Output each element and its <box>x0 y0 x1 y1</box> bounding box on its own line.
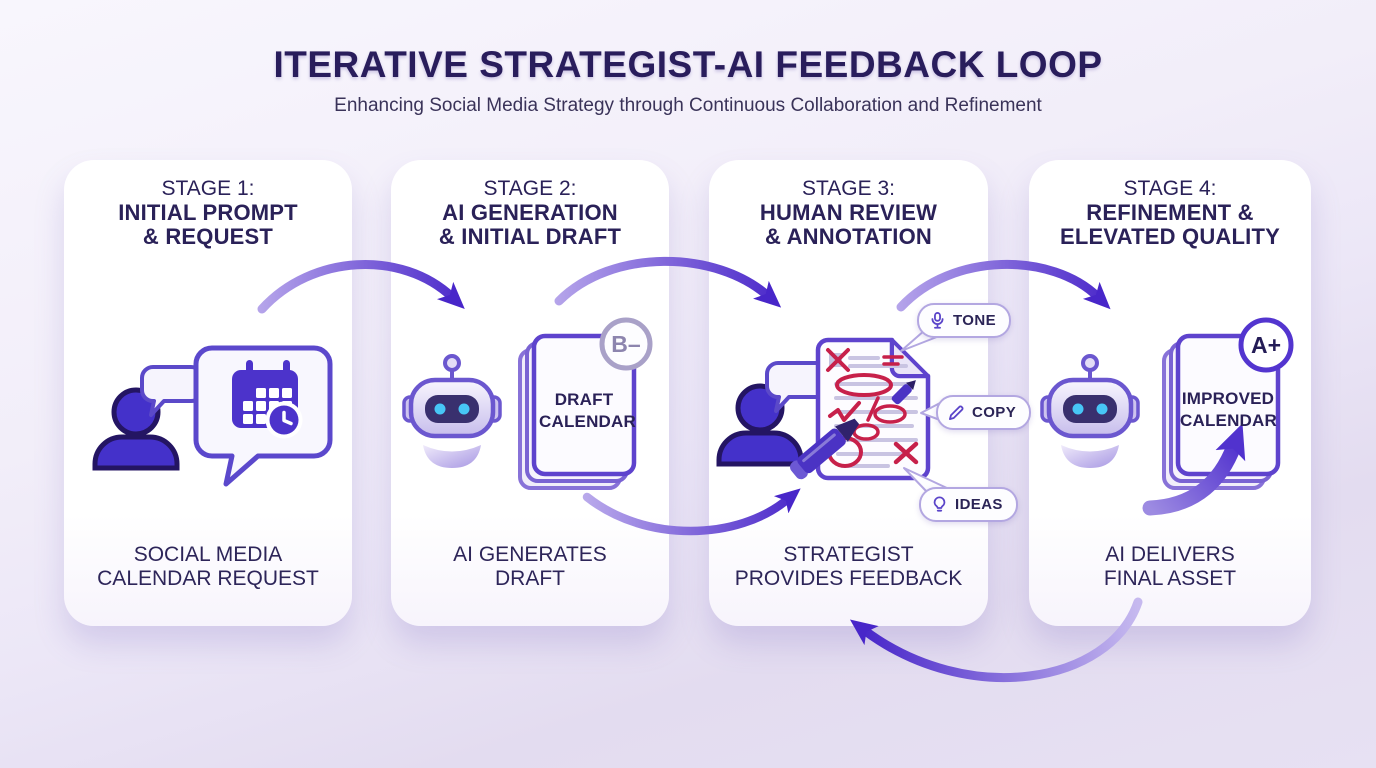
microphone-icon <box>931 312 944 329</box>
stage-2-title-line2: & INITIAL DRAFT <box>438 224 622 250</box>
draft-calendar-label: DRAFT CALENDAR <box>539 389 636 433</box>
stage-4-label: STAGE 4: <box>1123 177 1217 200</box>
stage-3-title-line2: & ANNOTATION <box>765 224 932 250</box>
stage-3-label: STAGE 3: <box>802 177 895 200</box>
improved-calendar-label-line1: IMPROVED <box>1181 389 1275 408</box>
ideas-callout-label: IDEAS <box>955 496 1003 513</box>
ideas-callout: IDEAS <box>919 487 1018 522</box>
stage-3-title-line1: HUMAN REVIEW <box>759 199 938 225</box>
stage-4-title-line1: REFINEMENT & <box>1086 199 1254 225</box>
stage-3-card: STAGE 3: HUMAN REVIEW & ANNOTATION STRAT… <box>709 160 988 626</box>
page-title: ITERATIVE STRATEGIST-AI FEEDBACK LOOP <box>273 44 1103 85</box>
stage-1-title-line2: & REQUEST <box>142 224 274 250</box>
stage-4-caption-line1: AI DELIVERS <box>1105 543 1235 566</box>
stage-3-caption-line2: PROVIDES FEEDBACK <box>734 567 963 591</box>
stage-3-caption-line1: STRATEGIST <box>783 543 914 566</box>
stage-1-label: STAGE 1: <box>161 177 255 200</box>
stage-1-caption: SOCIAL MEDIA CALENDAR REQUEST <box>64 543 352 592</box>
stage-1-caption-line1: SOCIAL MEDIA <box>133 543 283 566</box>
grade-badge-b-minus: B– <box>611 331 641 357</box>
pencil-icon <box>949 405 964 420</box>
stage-3-heading: STAGE 3: HUMAN REVIEW & ANNOTATION <box>709 177 988 250</box>
improved-calendar-label-line2: CALENDAR <box>1180 410 1277 430</box>
stage-2-label: STAGE 2: <box>483 177 577 200</box>
stage-2-caption-line1: AI GENERATES <box>453 543 607 566</box>
stage-1-heading: STAGE 1: INITIAL PROMPT & REQUEST <box>64 177 352 250</box>
copy-callout: COPY <box>936 395 1032 430</box>
copy-callout-label: COPY <box>972 404 1017 421</box>
stage-4-caption: AI DELIVERS FINAL ASSET <box>1029 543 1311 592</box>
stage-3-caption: STRATEGIST PROVIDES FEEDBACK <box>709 543 988 592</box>
grade-badge-a-plus: A+ <box>1250 332 1282 358</box>
improved-calendar-label: IMPROVED CALENDAR <box>1180 388 1277 432</box>
draft-calendar-label-line2: CALENDAR <box>539 411 636 431</box>
draft-calendar-label-line1: DRAFT <box>554 390 614 409</box>
stage-2-heading: STAGE 2: AI GENERATION & INITIAL DRAFT <box>391 177 669 250</box>
tone-callout-label: TONE <box>953 312 996 329</box>
stage-1-caption-line2: CALENDAR REQUEST <box>97 567 319 591</box>
stage-1-card: STAGE 1: INITIAL PROMPT & REQUEST SOCIAL… <box>64 160 352 626</box>
tone-callout: TONE <box>917 303 1011 338</box>
stage-4-caption-line2: FINAL ASSET <box>1103 567 1237 591</box>
stage-4-title-line2: ELEVATED QUALITY <box>1060 224 1280 250</box>
stage-2-title-line1: AI GENERATION <box>442 199 618 225</box>
stage-1-title-line1: INITIAL PROMPT <box>118 199 298 225</box>
lightbulb-icon <box>933 496 946 512</box>
header: ITERATIVE STRATEGIST-AI FEEDBACK LOOP En… <box>0 0 1376 117</box>
page-subtitle: Enhancing Social Media Strategy through … <box>334 95 1042 116</box>
stage-4-heading: STAGE 4: REFINEMENT & ELEVATED QUALITY <box>1029 177 1311 250</box>
stage-2-caption: AI GENERATES DRAFT <box>391 543 669 592</box>
stage-2-caption-line2: DRAFT <box>495 567 565 591</box>
